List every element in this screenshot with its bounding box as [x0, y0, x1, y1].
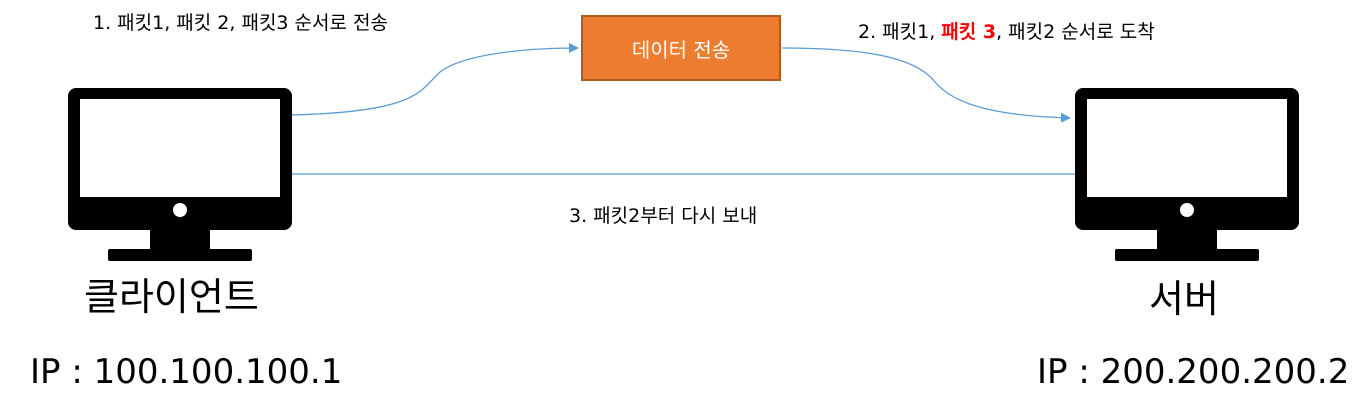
send-arrow — [289, 43, 579, 116]
step2-label: 2. 패킷1, 패킷 3, 패킷2 순서로 도착 — [858, 23, 1155, 42]
step2-highlight: 패킷 3 — [941, 21, 997, 43]
server-computer-icon — [1075, 88, 1299, 263]
server-name: 서버 — [1149, 277, 1219, 321]
server-ip: IP : 200.200.200.2 — [1037, 352, 1350, 392]
data-transfer-box: 데이터 전송 — [581, 15, 781, 81]
step2-prefix: 2. 패킷1, — [858, 21, 942, 43]
client-computer-icon — [68, 88, 292, 263]
client-ip: IP : 100.100.100.1 — [30, 352, 343, 392]
computer-monitor-icon — [68, 88, 292, 261]
step2-suffix: , 패킷2 순서로 도착 — [996, 21, 1155, 43]
arrive-arrow — [781, 47, 1071, 123]
step1-label: 1. 패킷1, 패킷 2, 패킷3 순서로 전송 — [93, 12, 388, 34]
step3-label: 3. 패킷2부터 다시 보내 — [569, 205, 758, 227]
computer-monitor-icon — [1075, 88, 1299, 261]
data-transfer-label: 데이터 전송 — [631, 37, 731, 62]
client-name: 클라이언트 — [84, 275, 259, 319]
